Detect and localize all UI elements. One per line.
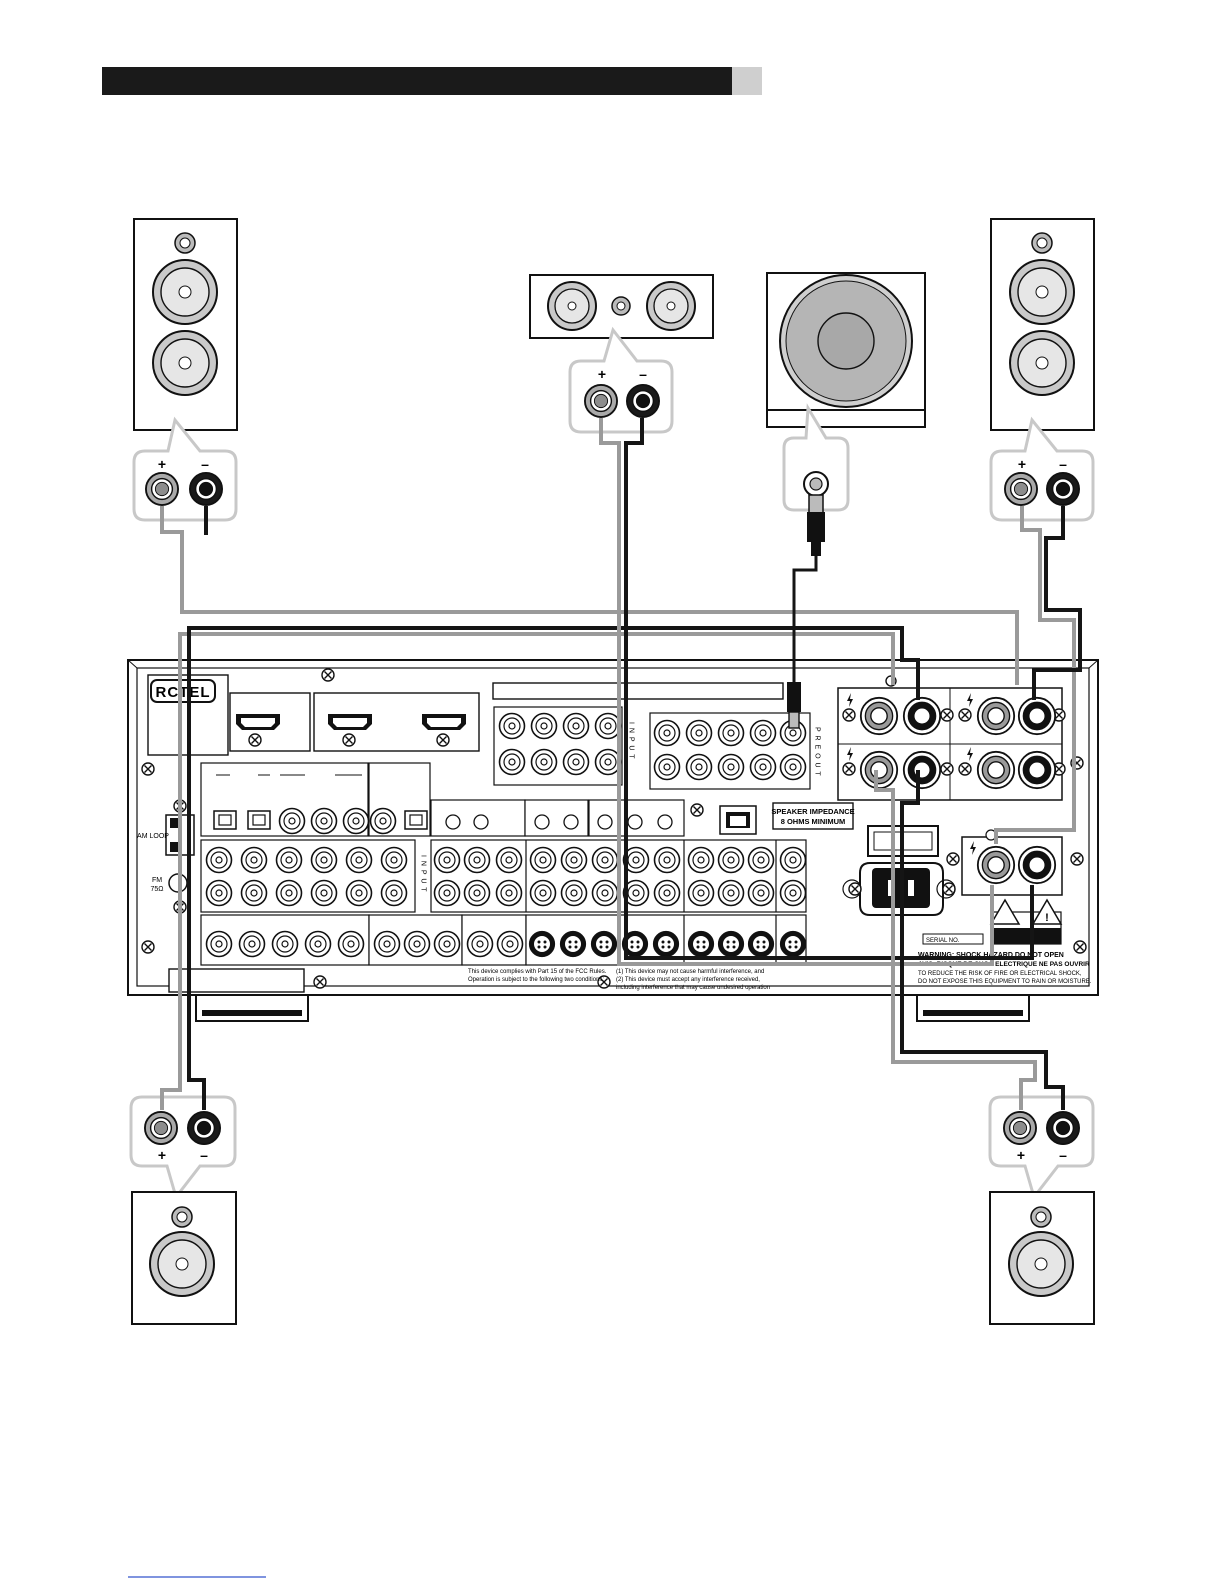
center-plus-terminal[interactable]	[584, 384, 618, 418]
amp-surround-right-minus-terminal[interactable]	[1017, 750, 1057, 790]
warning-line2: AVIS: RISQUE DE CHOC ELECTRIQUE NE PAS O…	[918, 961, 1090, 968]
surround-left-speaker	[131, 1191, 237, 1325]
front-left-plus-terminal[interactable]	[145, 472, 179, 506]
wire-surround-right-positive	[874, 770, 1037, 1110]
fcc-text-line3: (1) This device may not cause harmful in…	[616, 969, 764, 975]
hdmi-port-2[interactable]	[328, 714, 372, 730]
impedance-label-line2: 8 OHMS MINIMUM	[781, 817, 846, 826]
center-speaker	[529, 274, 714, 339]
front-left-speaker	[133, 218, 238, 431]
amp-center-plus-terminal[interactable]	[976, 845, 1016, 885]
shock-triangle-icon	[989, 898, 1021, 925]
amp-front-right-plus-terminal[interactable]	[976, 696, 1016, 736]
front-right-minus-label: –	[1059, 456, 1067, 472]
fcc-text-line2: Operation is subject to the following tw…	[468, 977, 604, 983]
multichannel-input-label: I N P U T	[628, 722, 635, 760]
wire-front-right-negative	[1032, 506, 1082, 700]
surround-right-minus-label: –	[1059, 1147, 1067, 1163]
front-left-minus-terminal[interactable]	[189, 472, 223, 506]
pre-out-label: P R E O U T	[814, 727, 821, 777]
center-terminal-callout: + –	[568, 326, 674, 434]
surround-left-plus-label: +	[158, 1147, 166, 1163]
front-left-terminal-callout: + –	[132, 416, 238, 522]
front-right-terminal-callout: + –	[989, 416, 1095, 522]
caution-triangle-icon	[1031, 898, 1063, 925]
amp-surround-right-plus-terminal[interactable]	[976, 750, 1016, 790]
subwoofer	[766, 272, 926, 428]
surround-left-plus-terminal[interactable]	[144, 1111, 178, 1145]
surround-left-minus-terminal[interactable]	[187, 1111, 221, 1145]
front-left-plus-label: +	[158, 456, 166, 472]
optical-input-1[interactable]	[213, 810, 237, 830]
fm-label-line1: FM	[152, 877, 162, 884]
front-right-plus-label: +	[1018, 456, 1026, 472]
center-minus-label: –	[639, 366, 647, 382]
subwoofer-plug-at-receiver	[787, 682, 801, 729]
fcc-text-line5: including interference that may cause un…	[616, 985, 770, 991]
surround-left-minus-label: –	[200, 1147, 208, 1163]
wire-surround-left-positive	[160, 632, 895, 1110]
speaker-wires	[160, 418, 1082, 1110]
optical-output[interactable]	[404, 810, 428, 830]
front-right-plus-terminal[interactable]	[1004, 472, 1038, 506]
surround-right-minus-terminal[interactable]	[1046, 1111, 1080, 1145]
center-minus-terminal[interactable]	[626, 384, 660, 418]
amp-surround-left-minus-terminal[interactable]	[902, 750, 942, 790]
wire-front-right-positive	[994, 506, 1076, 844]
wire-center-positive	[599, 418, 994, 966]
fm-label-line2: 75Ω	[150, 886, 163, 893]
impedance-label-line1: SPEAKER IMPEDANCE	[771, 807, 854, 816]
amp-front-right-minus-terminal[interactable]	[1017, 696, 1057, 736]
wire-subwoofer	[792, 556, 818, 685]
audio-input-label: I N P U T	[420, 855, 427, 893]
header-bar	[102, 67, 732, 95]
center-plus-label: +	[598, 366, 606, 382]
am-loop-label: AM LOOP	[137, 833, 169, 840]
amp-front-left-minus-terminal[interactable]	[902, 696, 942, 736]
wire-front-left-positive	[160, 506, 1019, 685]
svg-text:!: !	[1045, 912, 1049, 924]
brand-logo: RCTEL	[156, 684, 211, 701]
amp-surround-left-plus-terminal[interactable]	[859, 750, 899, 790]
wire-surround-left-negative	[187, 626, 920, 1110]
surround-right-plus-terminal[interactable]	[1003, 1111, 1037, 1145]
hdmi-port-3[interactable]	[422, 714, 466, 730]
serial-label: SERIAL NO.	[926, 938, 960, 944]
warning-line4: DO NOT EXPOSE THIS EQUIPMENT TO RAIN OR …	[918, 979, 1092, 985]
right-foot	[916, 994, 1030, 1022]
wire-surround-right-negative	[900, 770, 1065, 1110]
brand-logo-box	[150, 679, 216, 703]
fcc-text-line1: This device complies with Part 15 of the…	[468, 969, 607, 975]
left-foot	[195, 994, 309, 1022]
surround-right-speaker	[989, 1191, 1095, 1325]
amp-front-left-plus-terminal[interactable]	[859, 696, 899, 736]
warning-line3: TO REDUCE THE RISK OF FIRE OR ELECTRICAL…	[918, 971, 1082, 977]
surround-right-terminal-callout: + –	[988, 1095, 1095, 1201]
receiver-rear-panel: RCTEL I N P U T P R E O U T	[127, 659, 1099, 1022]
fcc-text-line4: (2) This device must accept any interfer…	[616, 977, 760, 983]
subwoofer-input-callout	[782, 403, 850, 512]
surround-right-plus-label: +	[1017, 1147, 1025, 1163]
header-accent	[732, 67, 762, 95]
wire-center-negative	[624, 418, 1034, 960]
optical-input-2[interactable]	[247, 810, 271, 830]
hdmi-port-1[interactable]	[236, 714, 280, 730]
surround-left-terminal-callout: + –	[129, 1095, 237, 1201]
front-left-minus-label: –	[201, 456, 209, 472]
s-video-jacks	[528, 930, 807, 958]
front-right-minus-terminal[interactable]	[1046, 472, 1080, 506]
subwoofer-cable-plug	[807, 494, 825, 556]
front-right-speaker	[990, 218, 1095, 431]
amp-center-minus-terminal[interactable]	[1017, 845, 1057, 885]
